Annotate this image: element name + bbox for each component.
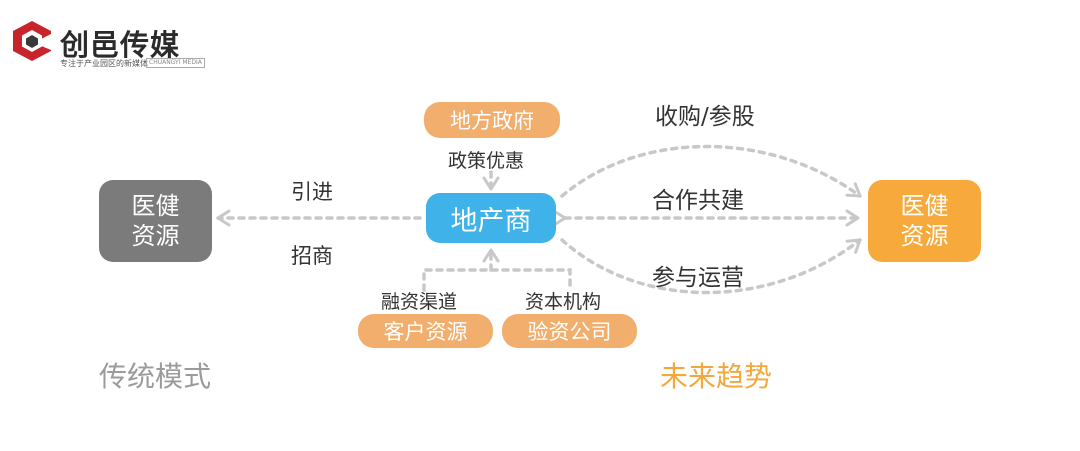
local-gov-pill: 地方政府 xyxy=(424,102,560,138)
capital-institutions-label: 资本机构 xyxy=(525,291,602,313)
logo-icon xyxy=(13,21,51,61)
customer-resources-pill: 客户资源 xyxy=(358,314,493,348)
attract-label: 招商 xyxy=(291,244,333,268)
brand-tagline-en: CHUANGYI MEDIA xyxy=(146,58,205,68)
verification-company-pill: 验资公司 xyxy=(502,314,637,348)
developer-label: 地产商 xyxy=(450,205,532,237)
verification-company-label: 验资公司 xyxy=(527,320,612,344)
traditional-mode-caption: 传统模式 xyxy=(99,360,212,393)
developer-node: 地产商 xyxy=(426,193,556,243)
brand-tagline: 专注于产业园区的新媒体 xyxy=(60,59,148,68)
import-label: 引进 xyxy=(291,180,333,204)
arrow-operate xyxy=(560,238,862,295)
customer-resources-label: 客户资源 xyxy=(383,320,468,344)
right-health-resource-node: 医健 资源 xyxy=(868,180,981,262)
cooperate-label: 合作共建 xyxy=(652,188,744,214)
arrow-acquire xyxy=(560,144,862,198)
policy-label: 政策优惠 xyxy=(448,150,525,172)
right-health-resource-label: 医健 资源 xyxy=(900,192,949,250)
operate-label: 参与运营 xyxy=(652,265,744,291)
acquire-label: 收购/参股 xyxy=(655,104,755,130)
local-gov-label: 地方政府 xyxy=(450,109,534,133)
left-health-resource-label: 医健 资源 xyxy=(131,192,180,250)
brand-name: 创邑传媒 xyxy=(60,28,181,62)
financing-channels-label: 融资渠道 xyxy=(381,291,458,313)
left-health-resource-node: 医健 资源 xyxy=(99,180,212,262)
bracket-capital-sources xyxy=(422,268,572,292)
future-trend-caption: 未来趋势 xyxy=(660,360,773,393)
